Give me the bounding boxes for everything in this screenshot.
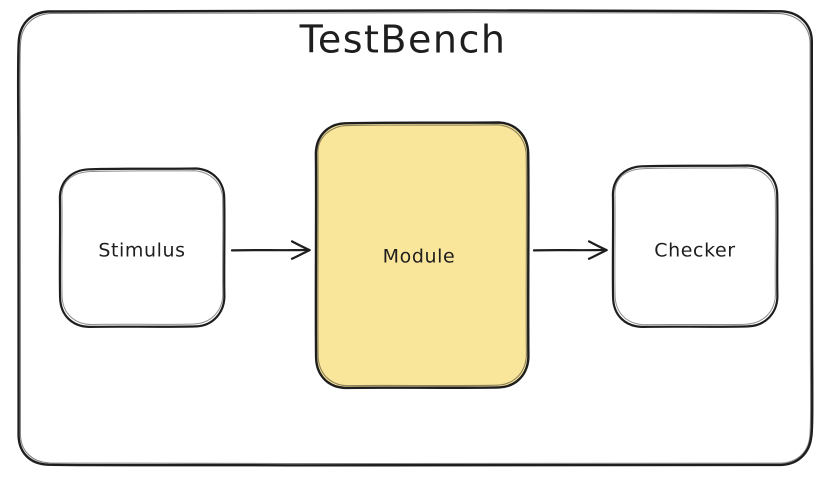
node-stimulus-fill — [60, 168, 225, 327]
edge-stimulus-to-module[interactable] — [230, 240, 311, 260]
node-checker-fill — [613, 165, 777, 327]
edge-module-to-checker[interactable] — [532, 240, 608, 260]
node-stimulus-label: Stimulus — [98, 240, 185, 262]
testbench-container[interactable] — [16, 9, 814, 467]
node-stimulus[interactable]: Stimulus — [58, 167, 226, 328]
node-checker-label: Checker — [654, 240, 735, 262]
node-module-fill — [315, 122, 529, 388]
diagram-title: TestBench — [299, 18, 507, 62]
node-module[interactable]: Module — [314, 121, 530, 390]
node-checker[interactable]: Checker — [611, 164, 779, 328]
node-module-label: Module — [383, 246, 456, 268]
